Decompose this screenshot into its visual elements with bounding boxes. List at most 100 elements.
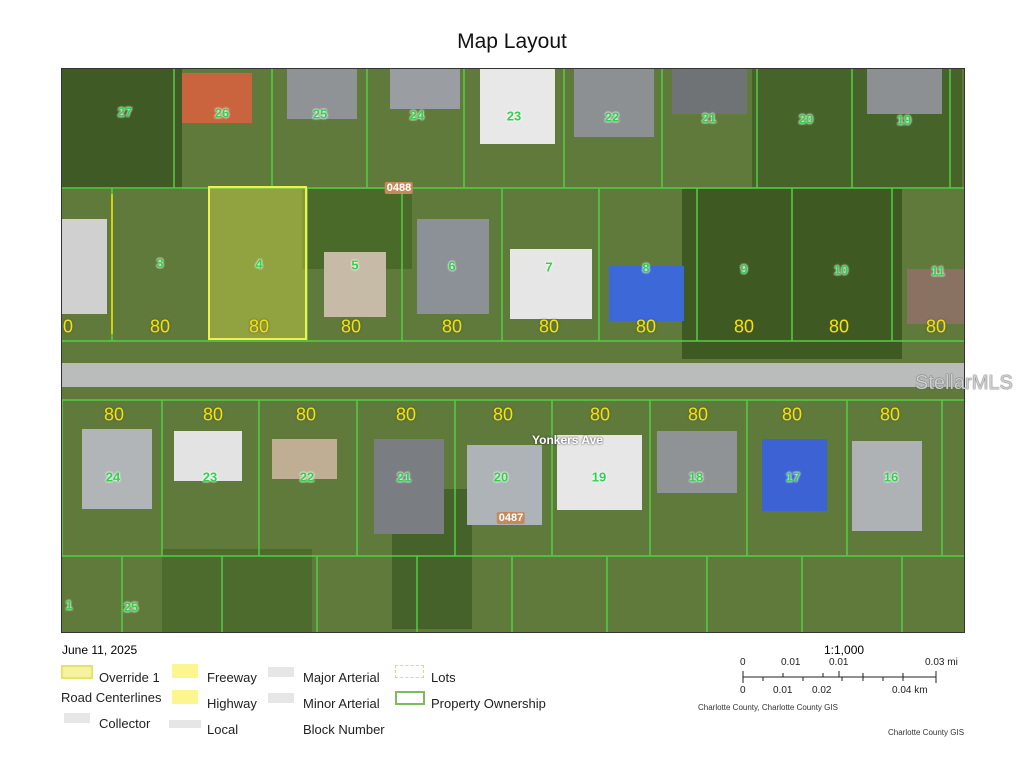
lot-number: 21 — [701, 110, 717, 126]
major-arterial-swatch — [268, 667, 294, 677]
frontage-label: 80 — [687, 404, 709, 425]
frontage-label: 80 — [781, 404, 803, 425]
block-number: 0488 — [384, 182, 414, 194]
highlighted-lot — [208, 186, 307, 340]
tree-canopy — [62, 69, 182, 189]
lot-number: 5 — [351, 257, 359, 273]
credit: Charlotte County GIS — [888, 728, 965, 737]
house-roof — [672, 69, 747, 114]
house-roof — [324, 252, 386, 317]
map-date: June 11, 2025 — [62, 643, 138, 657]
legend-freeway: Freeway — [207, 670, 257, 685]
km-tick: 0.01 — [773, 685, 793, 696]
lots-swatch — [395, 665, 424, 678]
frontage-label: 80 — [492, 404, 514, 425]
house-roof — [480, 69, 555, 144]
property-ownership-swatch — [395, 691, 425, 705]
house-roof — [557, 435, 642, 510]
road — [62, 363, 964, 387]
frontage-label: 0 — [62, 316, 74, 337]
frontage-label: 80 — [538, 316, 560, 337]
mi-tick: 0.01 — [781, 657, 801, 668]
lot-number: 16 — [883, 469, 899, 485]
lot-number: 8 — [642, 260, 650, 276]
mi-tick: 0.03 mi — [925, 657, 958, 668]
house-roof — [272, 439, 337, 479]
minor-arterial-swatch — [268, 693, 294, 703]
house-roof — [907, 269, 964, 324]
lot-number: 23 — [506, 108, 522, 124]
aerial-imagery — [62, 69, 964, 632]
lot-number: 19 — [591, 469, 607, 485]
lot-number: 26 — [214, 105, 230, 121]
frontage-label: 80 — [395, 404, 417, 425]
watermark: StellarMLS — [915, 372, 1013, 394]
freeway-swatch — [172, 664, 198, 678]
lot-number: 7 — [545, 259, 553, 275]
house-roof — [510, 249, 592, 319]
legend-minor-arterial: Minor Arterial — [303, 696, 380, 711]
km-tick: 0.02 — [812, 685, 832, 696]
house-roof — [182, 73, 252, 123]
lot-number: 22 — [604, 109, 620, 125]
legend-override: Override 1 — [99, 670, 160, 685]
frontage-label: 80 — [635, 316, 657, 337]
lot-number: 19 — [896, 112, 912, 128]
legend-road-centerlines: Road Centerlines — [61, 690, 162, 705]
legend-collector: Collector — [99, 716, 151, 731]
house-roof — [467, 445, 542, 525]
frontage-label: 80 — [879, 404, 901, 425]
lot-number: 20 — [798, 111, 814, 127]
lot-number: 24 — [409, 107, 425, 123]
frontage-label: 80 — [828, 316, 850, 337]
house-roof — [762, 439, 827, 511]
house-roof — [287, 69, 357, 119]
legend-lots: Lots — [431, 670, 456, 685]
mi-tick: 0.01 — [829, 657, 849, 668]
lot-number: 20 — [493, 469, 509, 485]
local-swatch — [169, 720, 201, 728]
lot-number: 17 — [785, 469, 801, 485]
frontage-label: 80 — [295, 404, 317, 425]
house-roof — [574, 69, 654, 137]
legend-major-arterial: Major Arterial — [303, 670, 380, 685]
frontage-label: 80 — [103, 404, 125, 425]
lot-number: 1 — [65, 597, 73, 613]
lot-number: 6 — [448, 258, 456, 274]
scale-ratio: 1:1,000 — [824, 643, 865, 657]
frontage-label: 80 — [589, 404, 611, 425]
lot-number: 25 — [123, 599, 139, 615]
house-roof — [390, 69, 460, 109]
frontage-label: 80 — [202, 404, 224, 425]
km-tick: 0 — [740, 685, 746, 696]
map-title: Map Layout — [457, 30, 567, 53]
frontage-label: 80 — [925, 316, 947, 337]
frontage-label: 80 — [149, 316, 171, 337]
legend-block-number: Block Number — [303, 722, 385, 737]
legend-local: Local — [207, 722, 239, 737]
lot-number: 24 — [105, 469, 121, 485]
house-roof — [867, 69, 942, 114]
house-roof — [852, 441, 922, 531]
attribution: Charlotte County, Charlotte County GIS — [698, 703, 838, 712]
lot-number: 9 — [740, 261, 748, 277]
tree-canopy — [162, 549, 312, 632]
lot-number: 21 — [396, 469, 412, 485]
lot-number: 22 — [299, 469, 315, 485]
lot-number: 18 — [688, 469, 704, 485]
frontage-label: 80 — [248, 316, 270, 337]
frontage-label: 80 — [340, 316, 362, 337]
house-roof — [62, 219, 107, 314]
house-roof — [417, 219, 489, 314]
highway-swatch — [172, 690, 198, 704]
lot-number: 11 — [931, 263, 945, 279]
lot-number: 23 — [202, 469, 218, 485]
street-label: Yonkers Ave — [532, 433, 603, 447]
mi-tick: 0 — [740, 657, 746, 668]
km-tick: 0.04 km — [892, 685, 928, 696]
scale-line — [742, 671, 937, 683]
lot-number: 4 — [255, 256, 263, 272]
frontage-label: 80 — [733, 316, 755, 337]
house-roof — [374, 439, 444, 534]
